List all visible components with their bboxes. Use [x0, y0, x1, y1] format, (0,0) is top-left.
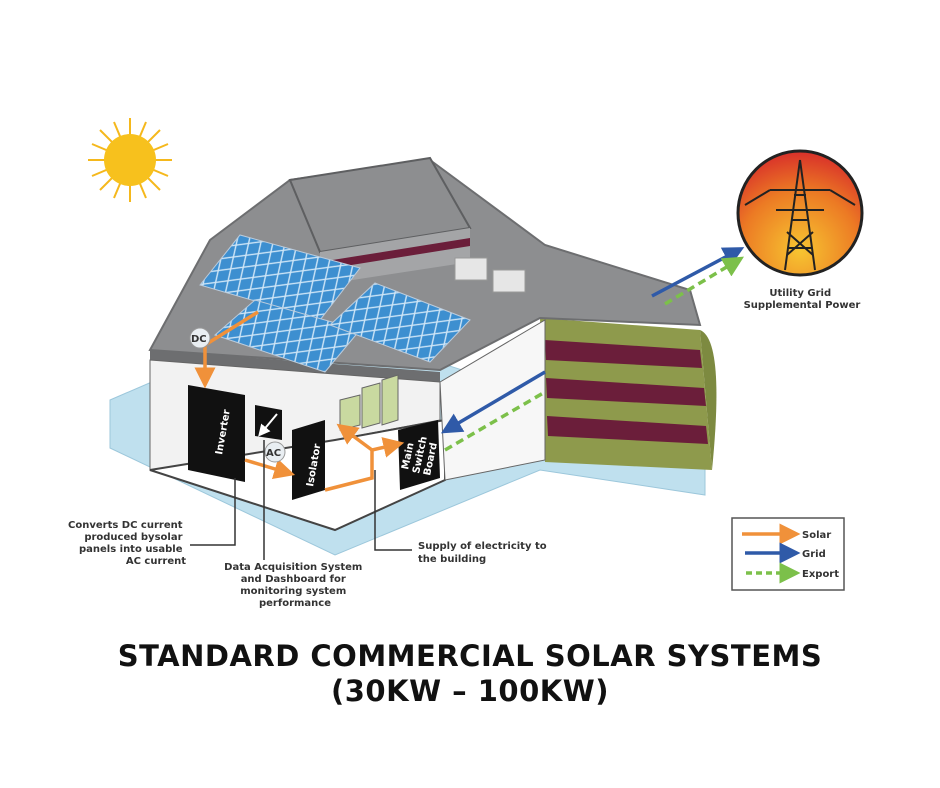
svg-text:DC: DC	[191, 334, 207, 345]
sun-icon	[88, 118, 172, 202]
isolator: Isolator	[292, 420, 325, 500]
legend-item-export: Export	[746, 562, 839, 584]
legend: Solar Grid Export	[731, 517, 845, 591]
export-flow-arrows	[444, 256, 745, 452]
hvac-units	[454, 257, 526, 293]
data-acquisition-callout: Data Acquisition System and Dashboard fo…	[224, 562, 366, 609]
solar-panels	[199, 234, 471, 373]
legend-item-solar: Solar	[742, 523, 831, 545]
right-wing	[540, 318, 717, 470]
inverter-callout: Converts DC current produced bysolar pan…	[68, 520, 186, 567]
supply-callout: Supply of electricity to the building	[418, 541, 550, 565]
ac-label: AC	[264, 441, 286, 463]
svg-text:Grid: Grid	[802, 549, 826, 560]
legend-item-grid: Grid	[745, 542, 826, 564]
utility-grid-icon	[736, 149, 864, 277]
svg-text:Export: Export	[802, 569, 839, 580]
main-switch-board: Main Switch Board	[398, 420, 440, 490]
page-title-line2: (30KW – 100KW)	[330, 674, 609, 708]
inverter: Inverter	[188, 385, 245, 482]
svg-text:Solar: Solar	[802, 530, 831, 541]
callout-lines	[190, 440, 412, 560]
svg-text:AC: AC	[266, 448, 281, 459]
utility-callout: Utility Grid Supplemental Power	[744, 288, 861, 311]
dc-label: DC	[189, 327, 211, 349]
data-acquisition-box	[255, 405, 282, 440]
page-title-line1: STANDARD COMMERCIAL SOLAR SYSTEMS	[117, 639, 823, 673]
meter-boxes	[339, 374, 399, 431]
